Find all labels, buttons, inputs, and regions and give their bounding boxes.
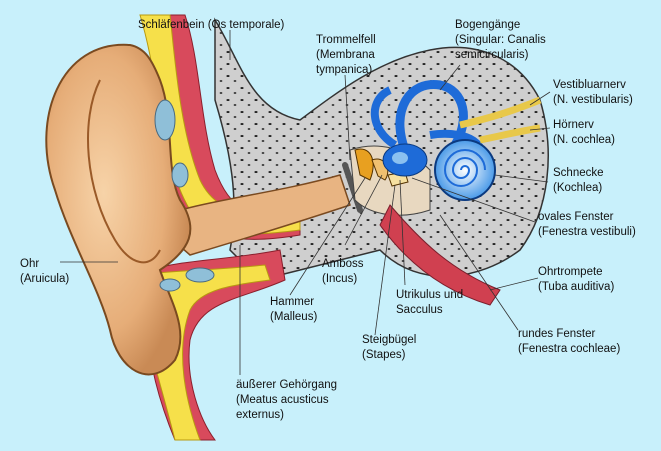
utricle <box>392 152 408 164</box>
label-hammer: Hammer(Malleus) <box>270 296 318 323</box>
auricle-fold <box>87 79 161 264</box>
label-rundes-fenster: rundes Fenster(Fenestra cochleae) <box>518 328 621 355</box>
cartilage-3 <box>185 267 215 283</box>
label-ohr: Ohr(Aruicula) <box>20 258 70 285</box>
label-amboss: Amboss(Incus) <box>322 258 364 285</box>
ear-canal <box>148 174 351 256</box>
label-ohrtrompete: Ohrtrompete(Tuba auditiva) <box>538 266 615 293</box>
cartilage-1 <box>154 99 176 141</box>
cartilage-4 <box>159 278 181 292</box>
cochlea-spiral <box>443 149 486 187</box>
label-schnecke: Schnecke(Kochlea) <box>553 167 604 194</box>
label-vestibularnerv: Vestibluarnerv(N. vestibularis) <box>553 79 633 106</box>
eustachian-tube <box>379 204 501 306</box>
semicircular-canal-2 <box>370 86 398 149</box>
leader-lines <box>60 30 551 375</box>
label-hoernerv: Hörnerv(N. cochlea) <box>553 119 615 146</box>
cartilage-2 <box>171 162 189 188</box>
vestibular-nerve <box>459 96 542 129</box>
label-ovales-fenster: ovales Fenster(Fenestra vestibuli) <box>538 211 636 238</box>
cochlea <box>434 139 496 201</box>
label-steigbuegel: Steigbügel(Stapes) <box>362 334 417 361</box>
label-schlaefenbein: Schläfenbein (Os temporale) <box>138 19 285 31</box>
cochlear-nerve <box>479 124 541 144</box>
